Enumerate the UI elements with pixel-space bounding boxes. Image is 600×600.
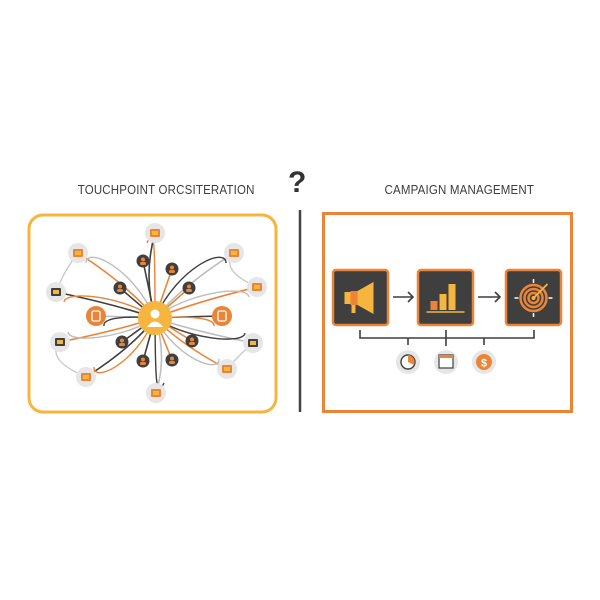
user-icon: [136, 254, 150, 268]
bracket-connector: [359, 330, 535, 346]
chat-icon: [217, 359, 237, 379]
hub-user-icon: [138, 301, 172, 335]
gear-icon: [247, 277, 267, 297]
box-icon: [165, 353, 179, 367]
refresh-icon: [212, 306, 232, 326]
campaign-title: CAMPAIGN MANAGEMENT: [384, 183, 535, 197]
folder-icon: [46, 282, 66, 302]
mail-icon: [243, 333, 263, 353]
calendar-icon: [434, 350, 458, 374]
user-icon: [165, 262, 179, 276]
clock-icon: [396, 350, 420, 374]
megaphone-icon: [331, 268, 390, 327]
user-icon: [113, 281, 127, 295]
connector-line: [85, 256, 156, 319]
bar-chart-icon: [416, 268, 475, 327]
dollar-icon: $: [472, 350, 496, 374]
question-mark: ?: [288, 166, 307, 199]
user-icon: [115, 335, 129, 349]
user-icon: [136, 354, 150, 368]
target-icon: [504, 268, 563, 327]
tablet-icon: [86, 306, 106, 326]
cloud-icon: [68, 243, 88, 263]
window-icon: [224, 243, 244, 263]
campaign-panel: [322, 212, 573, 413]
dollar-sign: $: [481, 358, 487, 370]
upload-download-icon: [145, 223, 165, 243]
laptop-icon: [50, 332, 70, 352]
mail-icon: [146, 383, 166, 403]
connector-line: [154, 256, 227, 319]
touchpoint-title: TOUCHPOINT ORCSITERATION: [77, 183, 255, 197]
box-icon: [182, 281, 196, 295]
arrow-icon: [478, 291, 502, 303]
phone-icon: [76, 367, 96, 387]
box-icon: [185, 334, 199, 348]
arrow-icon: [393, 291, 415, 303]
touchpoint-panel: [27, 213, 278, 414]
